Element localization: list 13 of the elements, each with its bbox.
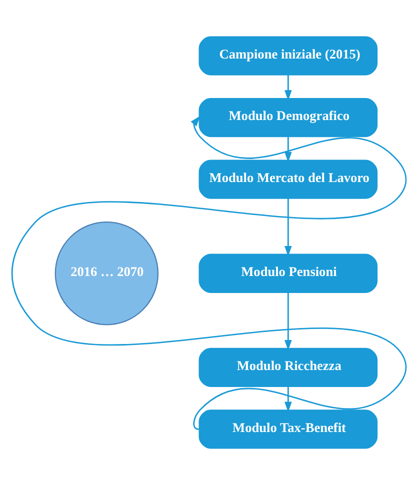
node-box: Modulo Mercato del Lavoro — [198, 159, 378, 198]
node-box: Modulo Demografico — [198, 98, 378, 137]
node-box: Modulo Tax-Benefit — [198, 409, 378, 448]
arrow — [284, 198, 292, 256]
arrow — [12, 115, 406, 429]
arrow — [284, 136, 292, 162]
node-circle: 2016 … 2070 — [54, 221, 159, 325]
arrow — [284, 74, 292, 100]
node-box: Campione iniziale (2015) — [198, 36, 378, 75]
node-box: Modulo Pensioni — [198, 253, 378, 292]
arrow — [284, 386, 292, 412]
node-box: Modulo Ricchezza — [198, 347, 378, 386]
arrow — [284, 292, 292, 350]
